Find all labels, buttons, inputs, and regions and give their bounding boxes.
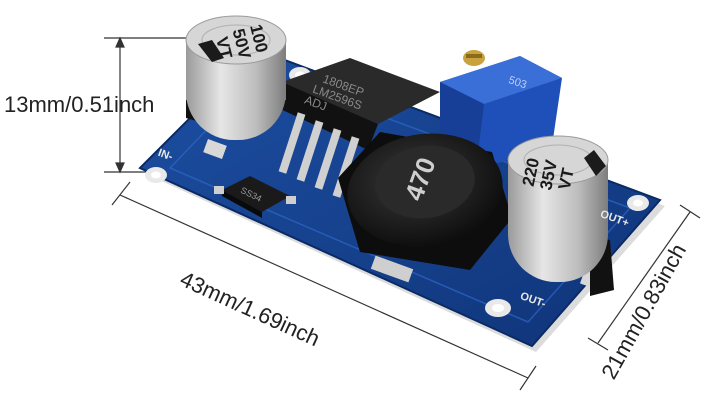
mounting-hole (627, 195, 649, 211)
capacitor-marking: VT (212, 35, 236, 61)
trimpot-marking: 503 (507, 74, 528, 91)
mounting-hole (145, 167, 167, 183)
height-dimension-line (104, 36, 196, 174)
dimension-lines (104, 36, 701, 391)
pin-label-in-minus: IN- (156, 147, 174, 163)
output-capacitor: 220 35V VT (507, 135, 614, 296)
capacitor-marking: VT (555, 166, 578, 192)
mounting-hole (485, 299, 511, 317)
height-dimension-label: 13mm/0.51inch (4, 92, 155, 117)
solder-pad (203, 139, 227, 159)
inductor: 470 (338, 132, 512, 270)
solder-pad (370, 255, 414, 283)
input-capacitor: 100 50V VT (185, 15, 287, 140)
length-dimension-line (111, 181, 537, 391)
diode: SS34 (214, 176, 296, 218)
width-dimension-line (587, 204, 701, 351)
